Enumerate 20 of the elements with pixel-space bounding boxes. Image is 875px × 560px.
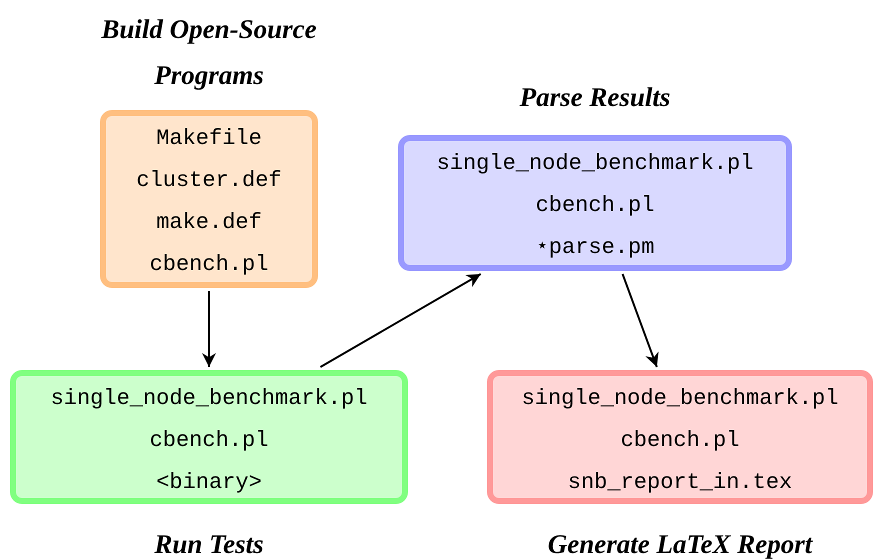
file-name: cbench.pl — [536, 192, 654, 220]
file-name: cbench.pl — [150, 251, 268, 279]
step-heading: Parse Results — [520, 81, 670, 114]
arrow — [202, 291, 216, 367]
file-name: single_node_benchmark.pl — [436, 150, 754, 178]
file-name: <binary> — [156, 469, 262, 497]
arrow — [320, 273, 482, 368]
step-heading: Build Open-Source Programs — [100, 13, 318, 92]
file-name: Makefile — [156, 125, 262, 153]
step-heading: Generate LaTeX Report — [548, 528, 812, 560]
file-name: cluster.def — [136, 167, 282, 195]
file-name: single_node_benchmark.pl — [522, 385, 838, 413]
file-name: ⋆parse.pm — [536, 234, 654, 262]
file-name: single_node_benchmark.pl — [50, 385, 368, 413]
step-heading: Run Tests — [154, 528, 264, 560]
arrow — [622, 274, 659, 368]
file-name: cbench.pl — [150, 427, 268, 455]
file-name: make.def — [156, 209, 262, 237]
file-name: cbench.pl — [620, 427, 740, 455]
file-name: snb_report_in.tex — [568, 469, 792, 497]
